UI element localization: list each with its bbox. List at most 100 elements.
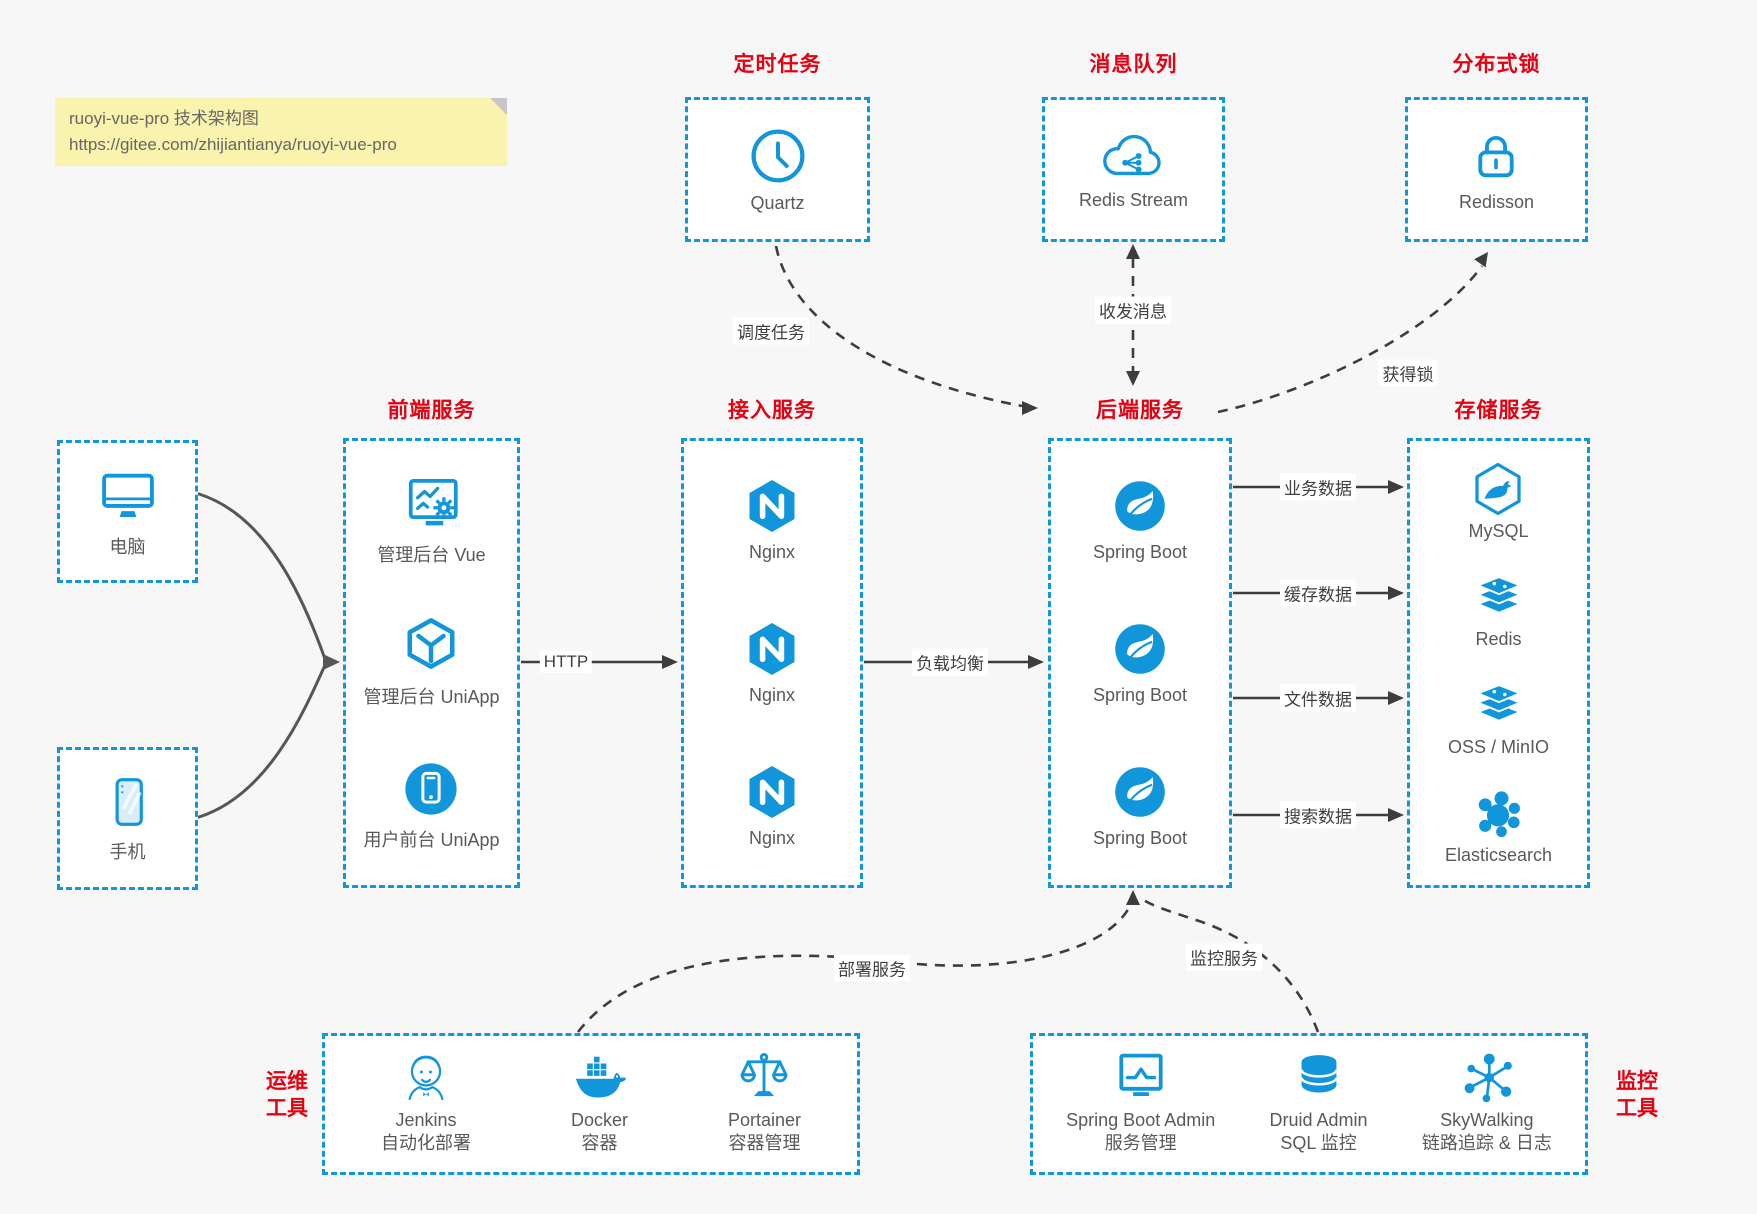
nginx-label: Nginx xyxy=(748,827,796,848)
admin-vue-item: 管理后台 Vue xyxy=(377,474,486,567)
pc-box: 电脑 xyxy=(57,440,198,583)
edge-label-http: HTTP xyxy=(539,651,593,673)
edge-schedule-task xyxy=(774,245,1023,408)
edge-label-monitor-service: 监控服务 xyxy=(1186,943,1262,971)
backend-title: 后端服务 xyxy=(1096,399,1184,422)
access-title: 接入服务 xyxy=(728,399,816,422)
mysql-icon xyxy=(1470,461,1526,517)
redis-stack-icon xyxy=(1471,569,1527,625)
spring-boot-admin-desc: 服务管理 xyxy=(1104,1132,1177,1153)
ops-label-line2: 工具 xyxy=(266,1097,308,1121)
user-uniapp-label: 用户前台 UniApp xyxy=(363,830,500,851)
note-fold-corner xyxy=(490,98,507,115)
elasticsearch-icon xyxy=(1470,785,1526,841)
redisson-box: Redisson xyxy=(1405,97,1588,242)
nginx-item: Nginx xyxy=(743,763,801,849)
distributed-lock-title: 分布式锁 xyxy=(1452,53,1541,76)
portainer-item: Portainer 容器管理 xyxy=(728,1050,801,1154)
clock-icon xyxy=(748,126,808,186)
phone-box: 手机 xyxy=(57,747,198,890)
spring-boot-label: Spring Boot xyxy=(1092,827,1188,848)
ops-label-line1: 运维 xyxy=(266,1070,308,1093)
admin-vue-icon xyxy=(402,474,462,534)
elasticsearch-item: Elasticsearch xyxy=(1445,785,1552,866)
portainer-name: Portainer xyxy=(727,1110,801,1130)
phone-item: 手机 xyxy=(99,773,157,864)
ops-tools-side-label: 运维 工具 xyxy=(248,1068,326,1123)
redis-stream-box: Redis Stream xyxy=(1042,97,1225,242)
docker-desc: 容器 xyxy=(581,1132,618,1153)
pc-item: 电脑 xyxy=(97,464,159,559)
nginx-icon xyxy=(743,763,801,821)
edge-label-search-data: 搜索数据 xyxy=(1280,801,1356,829)
mysql-item: MySQL xyxy=(1468,461,1529,542)
quartz-item: Quartz xyxy=(748,126,808,214)
spring-boot-label: Spring Boot xyxy=(1092,542,1188,563)
monitoring-tools-side-label: 监控 工具 xyxy=(1598,1068,1676,1123)
spring-boot-item: Spring Boot xyxy=(1093,477,1187,563)
redis-stream-label: Redis Stream xyxy=(1078,189,1189,210)
storage-title: 存储服务 xyxy=(1454,399,1543,422)
oss-minio-item: OSS / MinIO xyxy=(1448,677,1549,758)
spring-boot-item: Spring Boot xyxy=(1093,620,1187,706)
phone-label: 手机 xyxy=(109,842,146,862)
sticky-note: ruoyi-vue-pro 技术架构图 https://gitee.com/zh… xyxy=(55,98,507,166)
edge-label-load-balance: 负载均衡 xyxy=(912,648,988,676)
portainer-icon xyxy=(737,1050,791,1104)
database-icon xyxy=(1292,1050,1346,1104)
monitoring-label-line1: 监控 xyxy=(1616,1070,1658,1093)
user-app-icon xyxy=(401,759,461,819)
redis-stack-icon xyxy=(1471,677,1527,733)
admin-vue-label: 管理后台 Vue xyxy=(377,544,486,565)
edge-label-acquire-lock: 获得锁 xyxy=(1378,359,1438,387)
smartphone-icon xyxy=(99,773,157,831)
note-title: ruoyi-vue-pro 技术架构图 xyxy=(69,109,259,128)
user-uniapp-item: 用户前台 UniApp xyxy=(363,759,500,852)
nginx-icon xyxy=(743,620,801,678)
docker-name: Docker xyxy=(570,1110,628,1130)
quartz-box: Quartz xyxy=(685,97,870,242)
jenkins-item: Jenkins 自动化部署 xyxy=(381,1050,471,1154)
redisson-label: Redisson xyxy=(1458,191,1535,212)
ops-tools-box: Jenkins 自动化部署 Docker 容器 Portainer 容器管理 xyxy=(322,1033,860,1175)
edge-acquire-lock xyxy=(1217,265,1484,414)
nginx-icon xyxy=(743,477,801,535)
edge-pc-to-frontend xyxy=(197,492,327,661)
monitoring-label-line2: 工具 xyxy=(1616,1097,1658,1121)
skywalking-desc: 链路追踪 & 日志 xyxy=(1421,1132,1552,1153)
arrowhead-frontend xyxy=(323,654,340,670)
backend-box: Spring Boot Spring Boot Spring Boot xyxy=(1048,438,1232,888)
redis-stream-item: Redis Stream xyxy=(1079,129,1188,211)
spring-icon xyxy=(1111,763,1169,821)
access-box: Nginx Nginx Nginx xyxy=(681,438,863,888)
note-url: https://gitee.com/zhijiantianya/ruoyi-vu… xyxy=(69,134,397,154)
nginx-label: Nginx xyxy=(748,542,796,563)
spring-boot-label: Spring Boot xyxy=(1092,684,1188,705)
admin-uniapp-item: 管理后台 UniApp xyxy=(363,616,500,709)
chart-monitor-icon xyxy=(1114,1050,1168,1104)
redis-label: Redis xyxy=(1475,628,1522,649)
uniapp-cube-icon xyxy=(401,616,461,676)
jenkins-name: Jenkins xyxy=(395,1110,457,1130)
edge-label-cache-data: 缓存数据 xyxy=(1280,579,1356,607)
skywalking-name: SkyWalking xyxy=(1440,1110,1534,1130)
cloud-share-icon xyxy=(1097,129,1169,183)
spring-icon xyxy=(1111,477,1169,535)
edge-label-business-data: 业务数据 xyxy=(1280,473,1356,501)
docker-item: Docker 容器 xyxy=(571,1050,628,1154)
spring-boot-item: Spring Boot xyxy=(1093,763,1187,849)
mysql-label: MySQL xyxy=(1468,520,1529,541)
jenkins-desc: 自动化部署 xyxy=(380,1132,471,1153)
druid-admin-name: Druid Admin xyxy=(1269,1110,1368,1130)
frontend-title: 前端服务 xyxy=(387,399,476,422)
topology-icon xyxy=(1460,1050,1514,1104)
redis-item: Redis xyxy=(1471,569,1527,650)
frontend-box: 管理后台 Vue 管理后台 UniApp 用户前台 UniApp xyxy=(343,438,520,888)
edge-phone-to-frontend xyxy=(197,663,327,819)
skywalking-item: SkyWalking 链路追踪 & 日志 xyxy=(1422,1050,1552,1154)
quartz-label: Quartz xyxy=(750,192,805,213)
nginx-item: Nginx xyxy=(743,620,801,706)
edge-label-send-receive-message: 收发消息 xyxy=(1095,296,1171,324)
edge-label-file-data: 文件数据 xyxy=(1280,684,1356,712)
pc-label: 电脑 xyxy=(109,537,146,557)
